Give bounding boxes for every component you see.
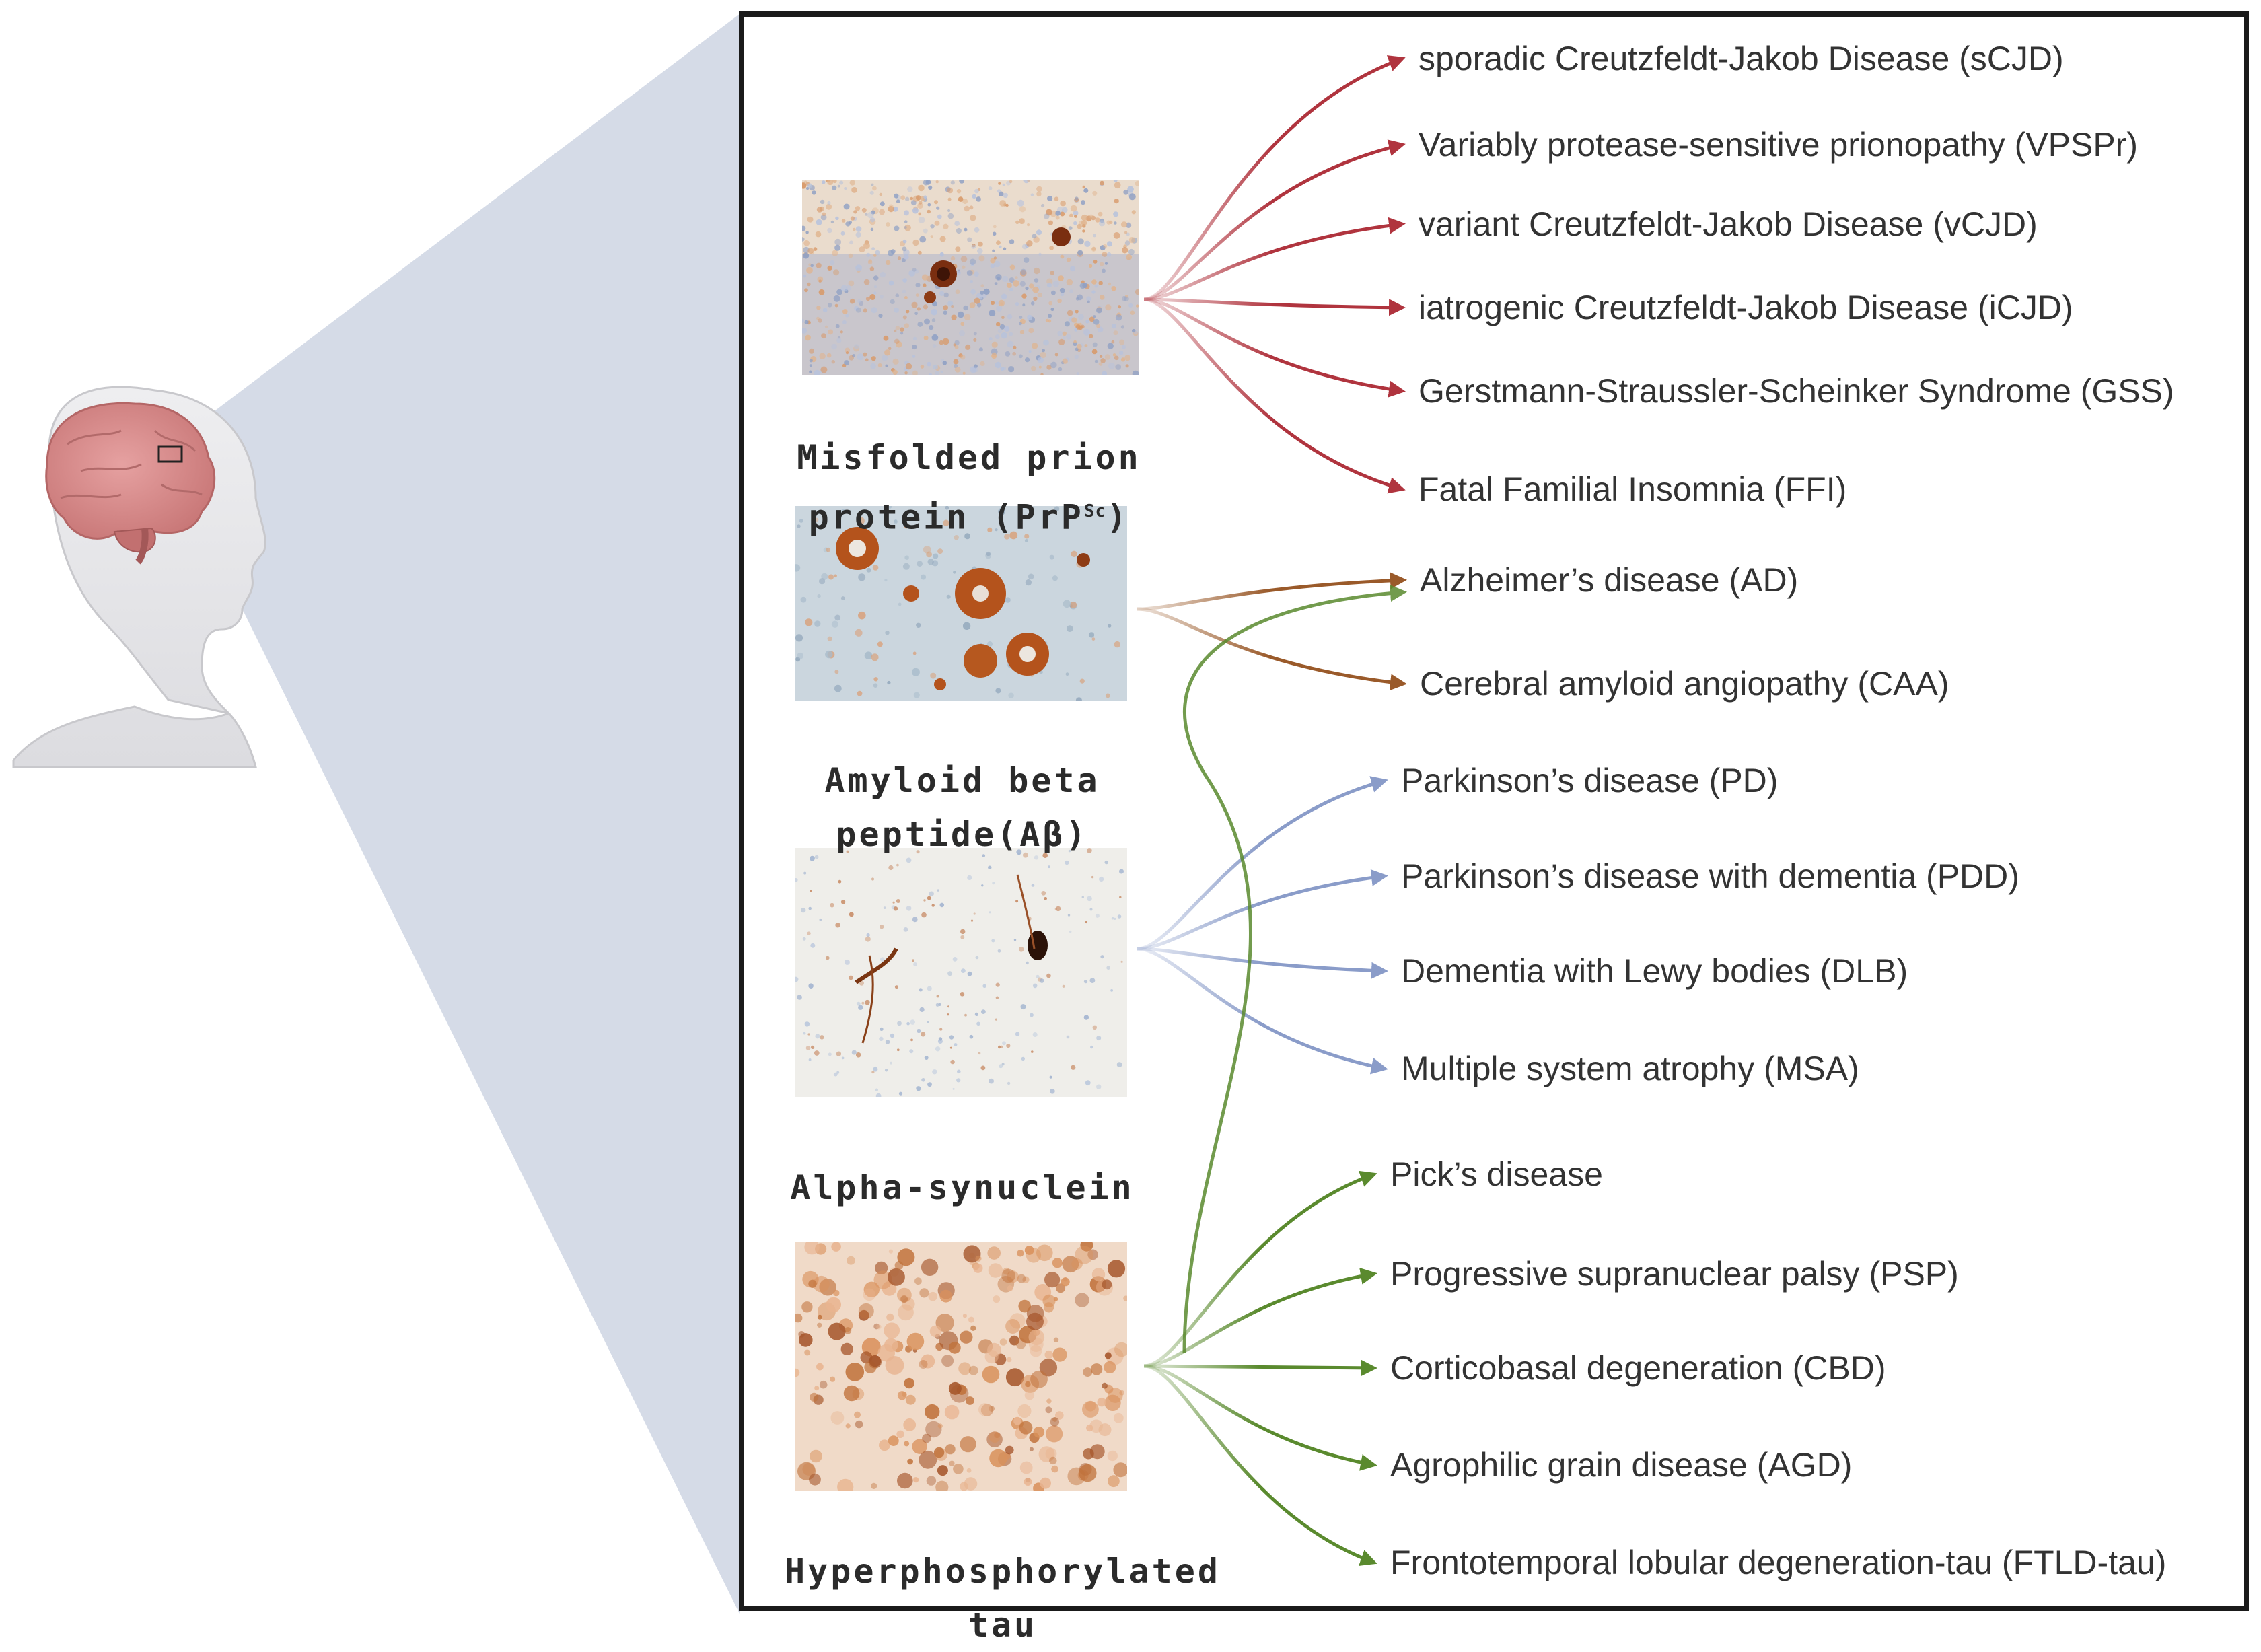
arrow-asyn-0 — [1137, 776, 1388, 951]
prion-micrograph — [802, 180, 1139, 375]
disease-label-tau-2: Corticobasal degeneration (CBD) — [1390, 1349, 1886, 1387]
region-marker — [157, 445, 183, 463]
arrow-prion-1 — [1143, 139, 1406, 301]
disease-label-tau-3: Agrophilic grain disease (AGD) — [1390, 1446, 1853, 1484]
arrow-tau-4 — [1143, 1364, 1377, 1566]
arrow-tau-2 — [1143, 1359, 1377, 1377]
arrow-tau-to-ad — [1182, 585, 1407, 1353]
disease-label-prion-0: sporadic Creutzfeldt-Jakob Disease (sCJD… — [1419, 40, 2064, 77]
disease-label-asyn-2: Dementia with Lewy bodies (DLB) — [1401, 952, 1908, 990]
disease-label-prion-4: Gerstmann-Straussler-Scheinker Syndrome … — [1419, 372, 2174, 410]
arrow-prion-3 — [1143, 297, 1406, 316]
disease-label-tau-1: Progressive supranuclear palsy (PSP) — [1390, 1255, 1959, 1293]
arrow-tau-3 — [1143, 1364, 1377, 1471]
disease-label-prion-3: iatrogenic Creutzfeldt-Jakob Disease (iC… — [1419, 289, 2073, 326]
disease-label-prion-2: variant Creutzfeldt-Jakob Disease (vCJD) — [1419, 205, 2038, 243]
arrow-asyn-1 — [1137, 869, 1388, 951]
arrow-prion-0 — [1143, 55, 1406, 301]
disease-label-prion-1: Variably protease-sensitive prionopathy … — [1419, 126, 2139, 164]
arrow-abeta-1 — [1137, 607, 1407, 691]
amyloid-micrograph — [795, 506, 1127, 701]
zoom-cone — [215, 13, 740, 1615]
disease-label-abeta-0: Alzheimer’s disease (AD) — [1420, 561, 1799, 599]
disease-label-prion-5: Fatal Familial Insomnia (FFI) — [1419, 470, 1847, 508]
arrow-prion-2 — [1143, 217, 1406, 301]
arrow-tau-1 — [1143, 1268, 1377, 1368]
arrow-tau-0 — [1143, 1170, 1377, 1368]
alpha-synuclein-label: Alpha-synuclein — [790, 1168, 1135, 1207]
arrow-prion-4 — [1143, 297, 1406, 398]
disease-label-asyn-0: Parkinson’s disease (PD) — [1401, 762, 1779, 799]
arrow-prion-5 — [1143, 297, 1406, 494]
arrow-asyn-3 — [1137, 947, 1388, 1075]
tau-micrograph — [795, 1242, 1127, 1491]
alpha-synuclein-micrograph — [795, 848, 1127, 1097]
disease-label-tau-4: Frontotemporal lobular degeneration-tau … — [1390, 1544, 2167, 1581]
disease-label-tau-0: Pick’s disease — [1390, 1155, 1603, 1193]
arrow-abeta-0 — [1137, 572, 1407, 611]
head-illustration — [12, 386, 266, 768]
disease-label-asyn-3: Multiple system atrophy (MSA) — [1401, 1050, 1859, 1087]
disease-label-asyn-1: Parkinson’s disease with dementia (PDD) — [1401, 857, 2019, 895]
disease-label-abeta-1: Cerebral amyloid angiopathy (CAA) — [1420, 665, 1949, 703]
arrow-asyn-2 — [1137, 947, 1388, 979]
